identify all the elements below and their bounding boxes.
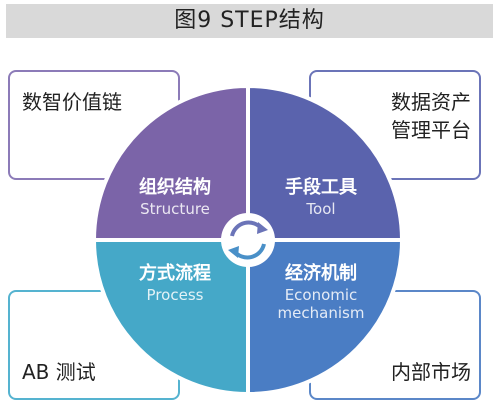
label-ab-test: AB 测试 <box>22 360 96 384</box>
process-title: 方式流程 <box>139 263 211 284</box>
label-data-asset-platform-1: 数据资产 <box>391 90 471 114</box>
quadrant-tool-label: 手段工具 Tool <box>266 176 376 218</box>
cycle-arrows-icon <box>221 213 275 267</box>
label-data-asset-platform-2: 管理平台 <box>391 118 471 142</box>
tool-subtitle: Tool <box>306 200 336 218</box>
economic-title: 经济机制 <box>285 263 357 284</box>
label-value-chain: 数智价值链 <box>22 90 122 114</box>
quadrant-process <box>91 238 250 397</box>
quadrant-structure-label: 组织结构 Structure <box>120 176 230 218</box>
process-subtitle: Process <box>146 286 204 304</box>
structure-subtitle: Structure <box>140 200 210 218</box>
label-internal-market: 内部市场 <box>391 360 471 384</box>
quadrant-structure <box>91 83 250 242</box>
economic-subtitle-1: Economic <box>284 286 358 304</box>
quadrant-economic <box>246 238 405 397</box>
quadrant-process-label: 方式流程 Process <box>120 262 230 304</box>
tool-title: 手段工具 <box>285 177 357 198</box>
figure-title: 图9 STEP结构 <box>6 4 493 38</box>
economic-subtitle-2: mechanism <box>277 304 365 322</box>
quadrant-tool <box>246 83 405 242</box>
quadrant-economic-label: 经济机制 Economic mechanism <box>262 262 380 322</box>
structure-title: 组织结构 <box>139 177 211 198</box>
